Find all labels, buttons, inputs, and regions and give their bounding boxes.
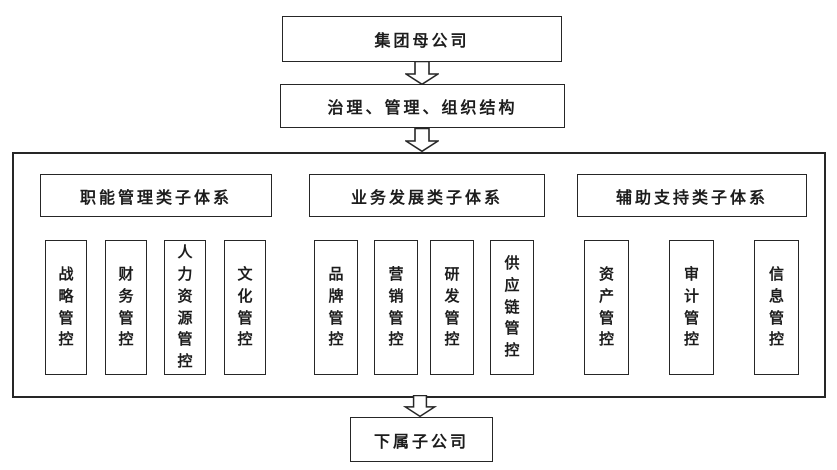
- auxiliary-support-header-label: 辅助支持类子体系: [615, 187, 768, 207]
- marketing-control-label: 营销管控: [388, 265, 404, 349]
- brand-control-box: 品牌管控: [314, 240, 358, 375]
- group-parent-company-label: 集团母公司: [374, 31, 470, 50]
- marketing-control-box: 营销管控: [374, 240, 418, 375]
- hr-control-box: 人力资源管控: [164, 240, 206, 375]
- down-arrow-icon: [405, 61, 439, 85]
- down-arrow-icon: [403, 395, 437, 417]
- information-control-label: 信息管控: [769, 265, 785, 349]
- audit-control-box: 审计管控: [669, 240, 714, 375]
- culture-control-label: 文化管控: [237, 265, 253, 349]
- strategy-control-box: 战略管控: [45, 240, 87, 375]
- information-control-box: 信息管控: [754, 240, 799, 375]
- functional-management-header-box: 职能管理类子体系: [40, 174, 272, 217]
- subsidiary-company-box: 下属子公司: [350, 417, 493, 462]
- governance-structure-label: 治理、管理、组织结构: [327, 98, 518, 117]
- rd-control-box: 研发管控: [430, 240, 474, 375]
- group-parent-company-box: 集团母公司: [282, 16, 562, 62]
- hr-control-label: 人力资源管控: [177, 243, 193, 370]
- rd-control-label: 研发管控: [444, 265, 460, 349]
- brand-control-label: 品牌管控: [328, 265, 344, 349]
- functional-management-header-label: 职能管理类子体系: [79, 187, 232, 207]
- culture-control-box: 文化管控: [224, 240, 266, 375]
- asset-control-label: 资产管控: [599, 265, 615, 349]
- subsidiary-company-label: 下属子公司: [373, 431, 469, 451]
- control-subsystems-container: 职能管理类子体系 战略管控 财务管控 人力资源管控 文化管控 业务发展类子体系 …: [12, 152, 826, 398]
- finance-control-label: 财务管控: [118, 265, 134, 349]
- auxiliary-support-header-box: 辅助支持类子体系: [577, 174, 807, 217]
- business-development-header-box: 业务发展类子体系: [309, 174, 545, 217]
- supply-chain-control-label: 供应链管控: [504, 254, 520, 360]
- down-arrow-icon: [405, 128, 439, 152]
- finance-control-box: 财务管控: [105, 240, 147, 375]
- business-development-header-label: 业务发展类子体系: [350, 187, 503, 207]
- asset-control-box: 资产管控: [584, 240, 629, 375]
- strategy-control-label: 战略管控: [58, 265, 74, 349]
- supply-chain-control-box: 供应链管控: [490, 240, 534, 375]
- audit-control-label: 审计管控: [684, 265, 700, 349]
- governance-structure-box: 治理、管理、组织结构: [280, 84, 565, 128]
